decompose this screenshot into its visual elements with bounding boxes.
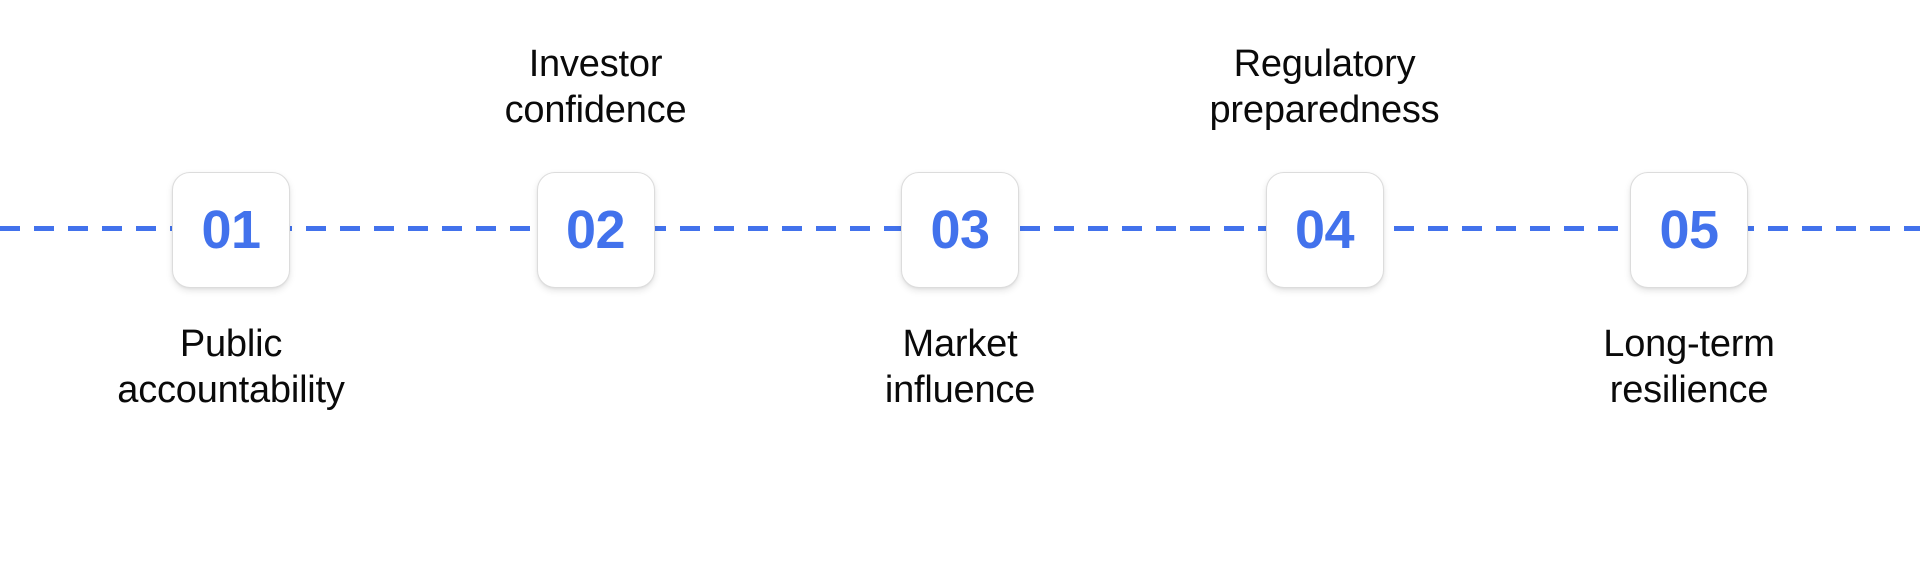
step-number-01: 01 [201, 200, 261, 260]
step-number-04: 04 [1294, 200, 1355, 260]
step-label-05-line1: Long-term [1603, 323, 1775, 365]
timeline-step-03[interactable]: 03 Market influence [885, 0, 1035, 572]
step-number-card-02[interactable]: 02 [536, 172, 655, 288]
timeline-step-01[interactable]: 01 Public accountability [117, 0, 345, 572]
step-label-01-line1: Public [179, 323, 283, 365]
step-number-card-05[interactable]: 05 [1630, 172, 1748, 288]
step-label-02: Investor confidence [431, 42, 761, 133]
step-label-02-line2: confidence [504, 88, 687, 131]
step-label-03: Market influence [795, 322, 1125, 413]
step-label-02-line1: Investor [528, 43, 663, 85]
step-label-01-line2: accountability [117, 368, 345, 411]
step-label-04-line2: preparedness [1209, 88, 1440, 131]
step-number-03: 03 [930, 200, 990, 260]
step-label-03-line1: Market [902, 323, 1018, 365]
step-label-04-line1: Regulatory [1233, 43, 1416, 85]
step-number-02: 02 [565, 200, 626, 260]
step-number-card-03[interactable]: 03 [901, 172, 1019, 288]
step-label-01: Public accountability [66, 322, 396, 413]
step-label-04: Regulatory preparedness [1160, 42, 1490, 133]
timeline-step-02[interactable]: 02 Investor confidence [505, 0, 687, 572]
timeline-step-05[interactable]: 05 Long-term resilience [1603, 0, 1775, 572]
step-number-card-04[interactable]: 04 [1265, 172, 1384, 288]
step-number-05: 05 [1659, 200, 1719, 260]
timeline-step-04[interactable]: 04 Regulatory preparedness [1210, 0, 1440, 572]
step-label-05: Long-term resilience [1524, 322, 1854, 413]
step-label-05-line2: resilience [1609, 368, 1769, 411]
step-label-03-line2: influence [884, 368, 1036, 411]
step-number-card-01[interactable]: 01 [172, 172, 290, 288]
